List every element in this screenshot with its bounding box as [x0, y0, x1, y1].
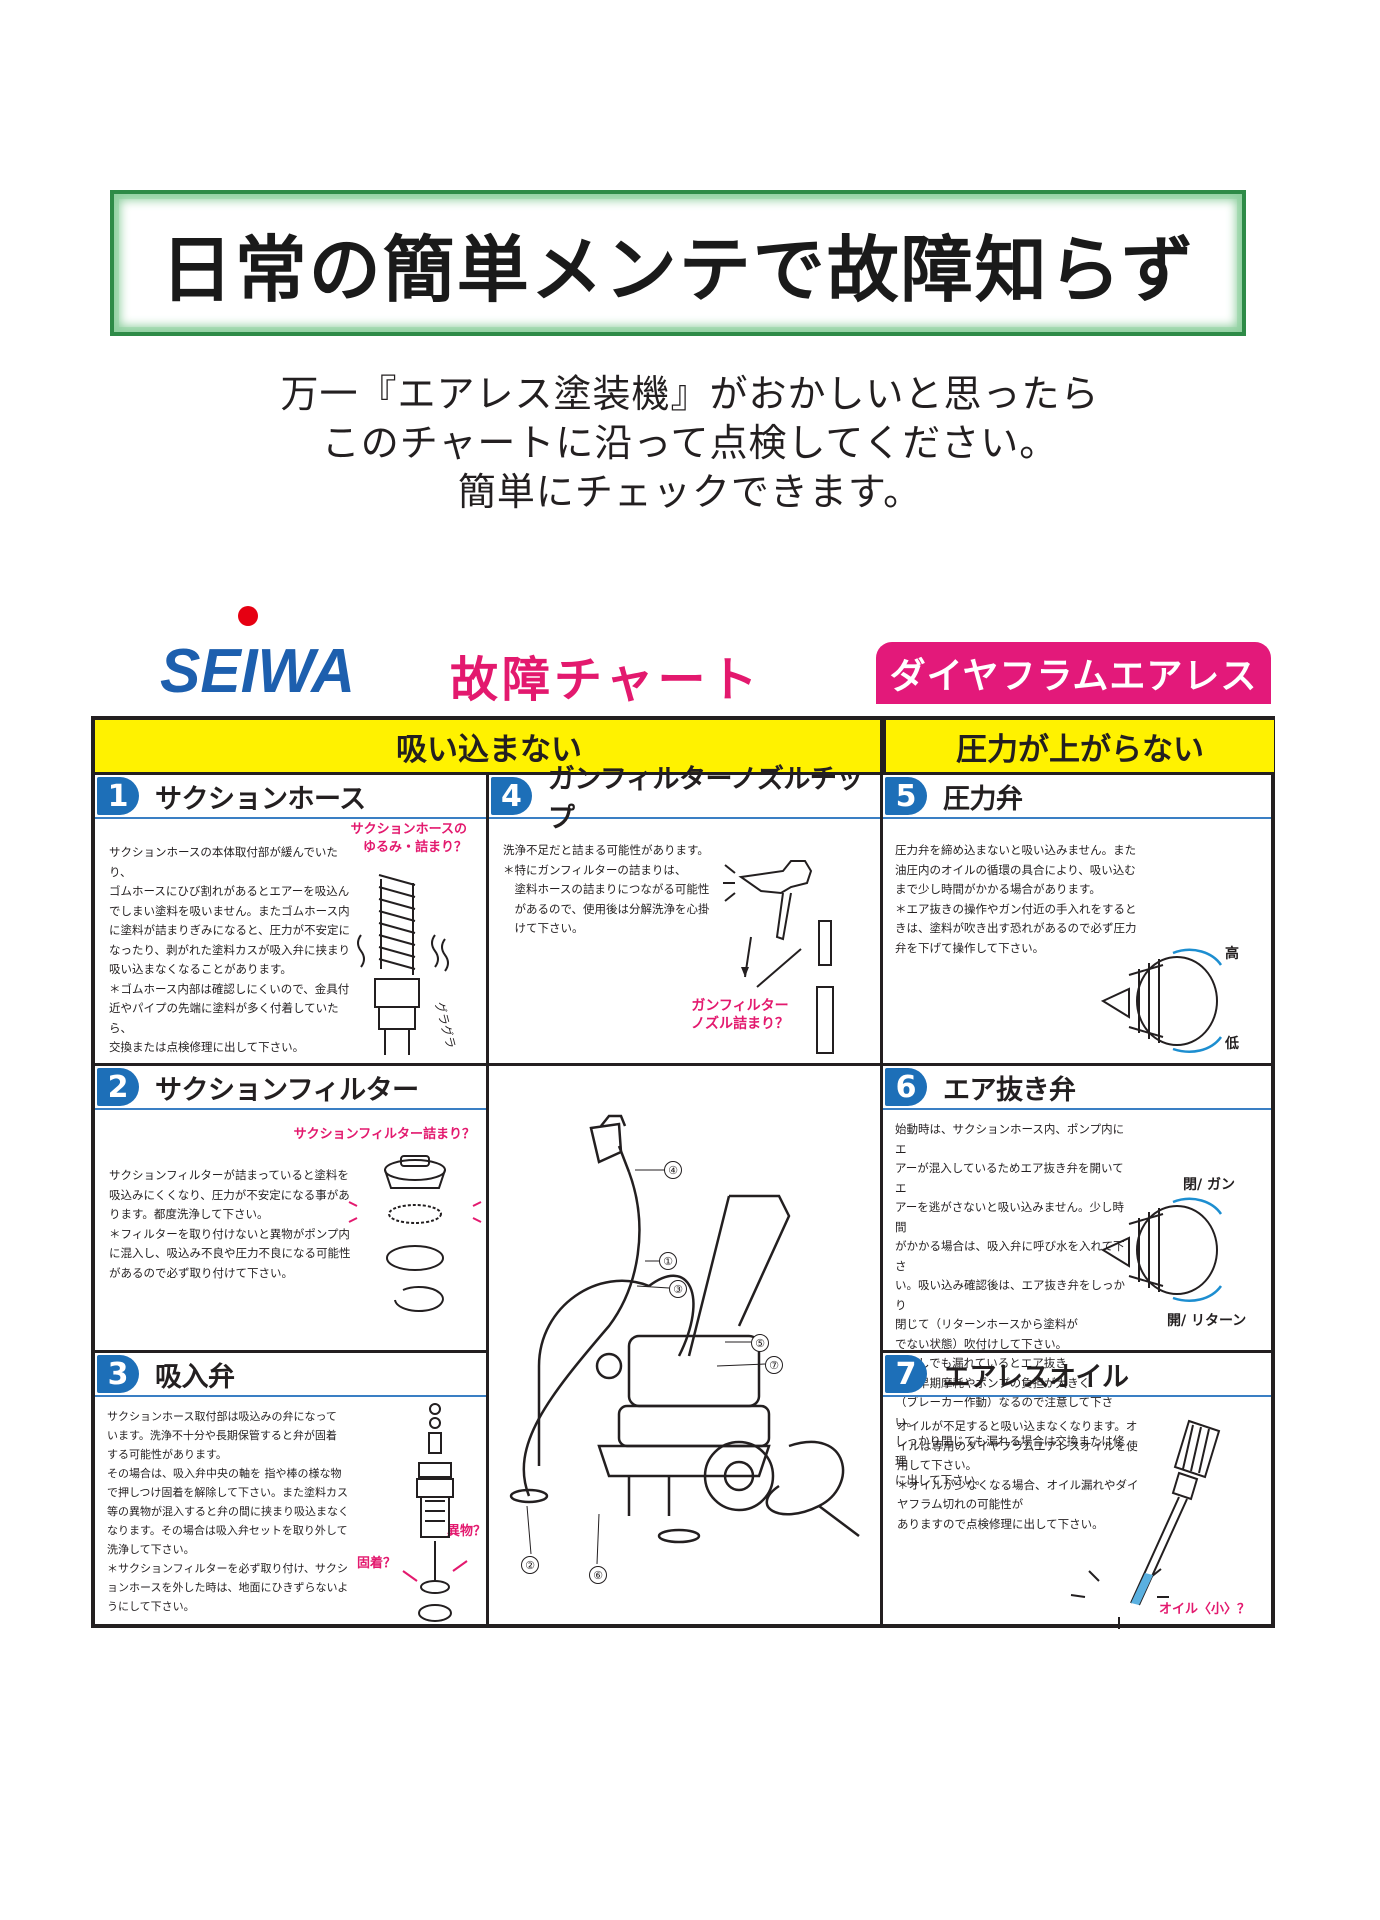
callout-6: ⑥: [589, 1566, 607, 1584]
section-header: 5 圧力弁: [883, 775, 1271, 819]
callout-1: ①: [659, 1252, 677, 1270]
knob-open-label: 開/ リターン: [1167, 1313, 1247, 1329]
section-air-bleed-valve: 6 エア抜き弁 始動時は、サクションホース内、ポンプ内にエ アーが混入しているた…: [883, 1066, 1271, 1487]
callout-7: ⑦: [765, 1356, 783, 1374]
machine-illustration: ④ ① ③ ⑤ ⑦ ② ⑥: [489, 1066, 880, 1628]
section-title: サクションフィルター: [155, 1074, 419, 1106]
intro-text: 万一『エアレス塗装機』がおかしいと思ったら このチャートに沿って点検してください…: [0, 370, 1380, 517]
section-suction-filter: 2 サクションフィルター サクションフィルター詰まり？ サクションフィルターが詰…: [95, 1066, 486, 1350]
pressure-knob-icon: [1100, 948, 1223, 1053]
section-gun-filter: 4 ガンフィルターノズルチップ 洗浄不足だと詰まる可能性があります。 ＊特にガン…: [489, 764, 880, 1063]
air-bleed-knob-icon: [1100, 1197, 1223, 1302]
section-number: 2: [97, 1068, 139, 1106]
callout-stuck: 固着？: [357, 1556, 397, 1571]
section-title: 吸入弁: [155, 1361, 235, 1393]
column-header-no-pressure: 圧力が上がらない: [883, 720, 1274, 775]
headline-banner: 日常の簡単メンテで故障知らず: [110, 190, 1246, 336]
suction-hose-icon: グラグラ: [357, 874, 458, 1055]
seiwa-logo-mark: SEIWA: [160, 606, 355, 706]
section-header: 7 エアレスオイル: [883, 1353, 1271, 1397]
section-title: ガンフィルターノズルチップ: [547, 764, 864, 834]
callout-oil: オイル〈小〉？: [1159, 1602, 1251, 1617]
section-number: 1: [97, 777, 139, 815]
grid-divider: [95, 1350, 486, 1353]
section-body: サクションフィルターが詰まっていると塗料を 吸込みにくくなり、圧力が不安定になる…: [109, 1168, 351, 1280]
section-header: 3 吸入弁: [95, 1353, 486, 1397]
section-suction-hose: 1 サクションホース サクションホースの本体取付部が緩んでいたり、 ゴムホースに…: [95, 775, 486, 1063]
section-number: 4: [491, 777, 532, 815]
intro-line-2: このチャートに沿って点検してください。: [321, 421, 1059, 465]
callout-2: ②: [521, 1556, 539, 1574]
shake-label: グラグラ: [432, 1000, 458, 1050]
grid-divider: [486, 1063, 880, 1066]
grid-divider: [880, 1063, 1271, 1066]
column-header-no-suction: 吸い込まない: [95, 720, 883, 775]
section-title: エア抜き弁: [943, 1074, 1076, 1106]
callout-gun: ガンフィルター ノズル詰まり？: [691, 998, 789, 1032]
section-intake-valve: 3 吸入弁 サクションホース取付部は吸込みの弁になって います。洗浄不十分や長期…: [95, 1353, 486, 1628]
intake-valve-icon: [402, 1403, 468, 1622]
callout-3: ③: [669, 1280, 687, 1298]
section-number: 3: [97, 1355, 139, 1393]
section-title: 圧力弁: [943, 783, 1023, 815]
section-number: 5: [885, 777, 927, 815]
intro-line-1: 万一『エアレス塗装機』がおかしいと思ったら: [280, 372, 1100, 416]
trouble-chart: 吸い込まない 圧力が上がらない 1 サクションホース サクションホースの本体取付…: [91, 716, 1275, 1629]
section-pressure-valve: 5 圧力弁 圧力弁を締め込まないと吸い込みません。また 油圧内のオイルの循環の具…: [883, 775, 1271, 1063]
airless-sprayer-icon: [509, 1114, 860, 1565]
oil-dipstick-icon: [1070, 1419, 1221, 1629]
filter-parts-icon: [348, 1155, 482, 1312]
section-title: エアレスオイル: [943, 1361, 1129, 1393]
section-title: サクションホース: [155, 783, 366, 815]
section-body: サクションホース取付部は吸込みの弁になって います。洗浄不十分や長期保管すると弁…: [107, 1410, 349, 1613]
seiwa-logo: SEIWA: [160, 600, 360, 706]
callout-4: ④: [664, 1161, 682, 1179]
callout-filter: サクションフィルター詰まり？: [293, 1127, 475, 1142]
section-header: 1 サクションホース: [95, 775, 486, 819]
knob-high-label: 高: [1225, 946, 1239, 962]
grid-divider: [880, 1350, 1271, 1353]
section-body: オイルが不足すると吸い込まなくなります。オ イルは専用のダイヤフラムエアレスオイ…: [897, 1419, 1139, 1531]
grid-divider: [486, 772, 489, 1628]
section-header: 2 サクションフィルター: [95, 1066, 486, 1110]
intro-line-3: 簡単にチェックできます。: [457, 470, 923, 514]
section-body: 洗浄不足だと詰まる可能性があります。 ＊特にガンフィルターの詰まりは、 塗料ホー…: [503, 843, 710, 935]
callout-foreign: 異物？: [447, 1524, 487, 1539]
knob-low-label: 低: [1225, 1036, 1239, 1052]
svg-text:SEIWA: SEIWA: [160, 637, 355, 706]
section-airless-oil: 7 エアレスオイル オイルが不足すると吸い込まなくなります。オ イルは専用のダイ…: [883, 1353, 1271, 1629]
callout-5: ⑤: [751, 1334, 769, 1352]
chart-title: 故障チャート: [450, 652, 762, 708]
grid-divider: [880, 720, 883, 1628]
section-number: 7: [885, 1355, 927, 1393]
section-body: 始動時は、サクションホース内、ポンプ内にエ アーが混入しているためエア抜き弁を開…: [895, 1122, 1125, 1487]
grid-divider: [95, 1063, 486, 1066]
section-body: サクションホースの本体取付部が緩んでいたり、 ゴムホースにひび割れがあるとエアー…: [109, 845, 351, 1054]
knob-closed-label: 閉/ ガン: [1183, 1177, 1235, 1193]
spray-gun-icon: [723, 860, 834, 1054]
callout-hose: サクションホースの ゆるみ・詰まり？: [350, 822, 467, 855]
product-badge: ダイヤフラムエアレス: [876, 642, 1271, 704]
section-number: 6: [885, 1068, 927, 1106]
section-body: 圧力弁を締め込まないと吸い込みません。また 油圧内のオイルの循環の具合により、吸…: [895, 843, 1137, 955]
headline-title: 日常の簡単メンテで故障知らず: [160, 227, 1196, 312]
section-header: 6 エア抜き弁: [883, 1066, 1271, 1110]
section-header: 4 ガンフィルターノズルチップ: [489, 764, 880, 834]
